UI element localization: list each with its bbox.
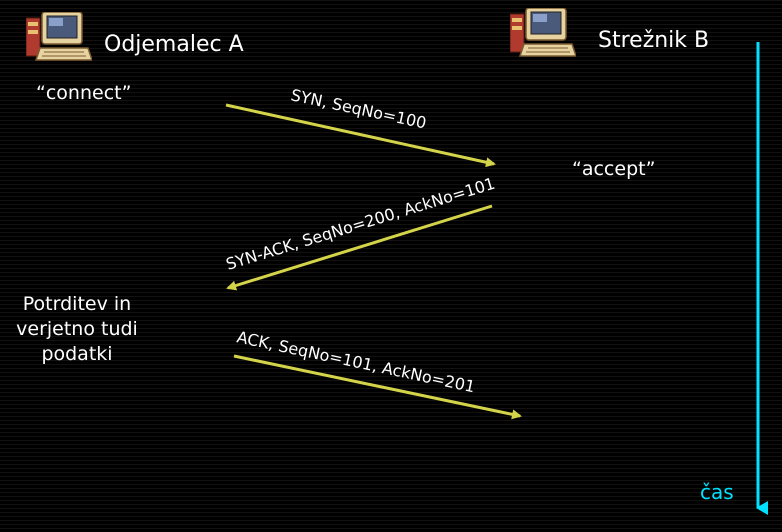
client-ack-note-line: verjetno tudi	[16, 318, 138, 340]
client-ack-note-line: podatki	[41, 343, 113, 365]
server-accept-note: “accept”	[572, 158, 656, 180]
client-ack-note-line: Potrditev in	[22, 293, 132, 315]
syn-ack-arrow	[226, 204, 493, 291]
client-ack-note: Potrditev in verjetno tudi podatki	[2, 292, 152, 367]
syn-message-label: SYN, SeqNo=100	[289, 85, 428, 132]
client-computer-icon	[25, 11, 94, 62]
server-name: Strežnik B	[598, 28, 710, 53]
ack-arrow	[233, 354, 522, 420]
time-axis-label: čas	[700, 480, 734, 504]
client-name: Odjemalec A	[104, 32, 244, 57]
syn-arrow	[225, 103, 496, 168]
client-connect-note: “connect”	[36, 82, 132, 104]
syn-ack-message-label: SYN-ACK, SeqNo=200, AckNo=101	[224, 174, 498, 274]
ack-message-label: ACK, SeqNo=101, AckNo=201	[235, 327, 477, 396]
server-computer-icon	[509, 7, 578, 58]
